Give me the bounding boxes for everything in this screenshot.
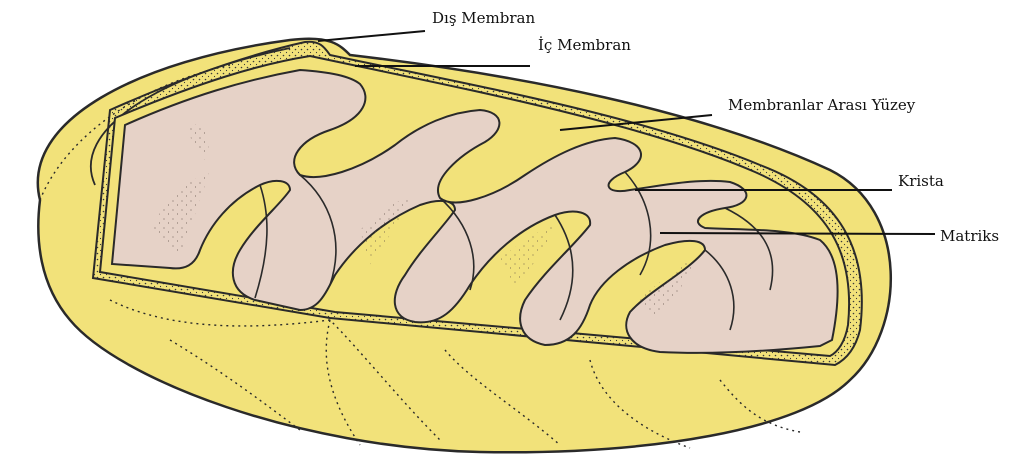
label-outer-membrane: Dış Membran (432, 9, 535, 27)
label-intermembrane-space: Membranlar Arası Yüzey (728, 96, 916, 114)
label-crista: Krista (898, 172, 944, 190)
leader-line-matrix (660, 233, 935, 234)
leader-line-outer-membrane (318, 31, 425, 41)
label-matrix: Matriks (940, 227, 999, 245)
label-inner-membrane: İç Membran (538, 36, 631, 54)
